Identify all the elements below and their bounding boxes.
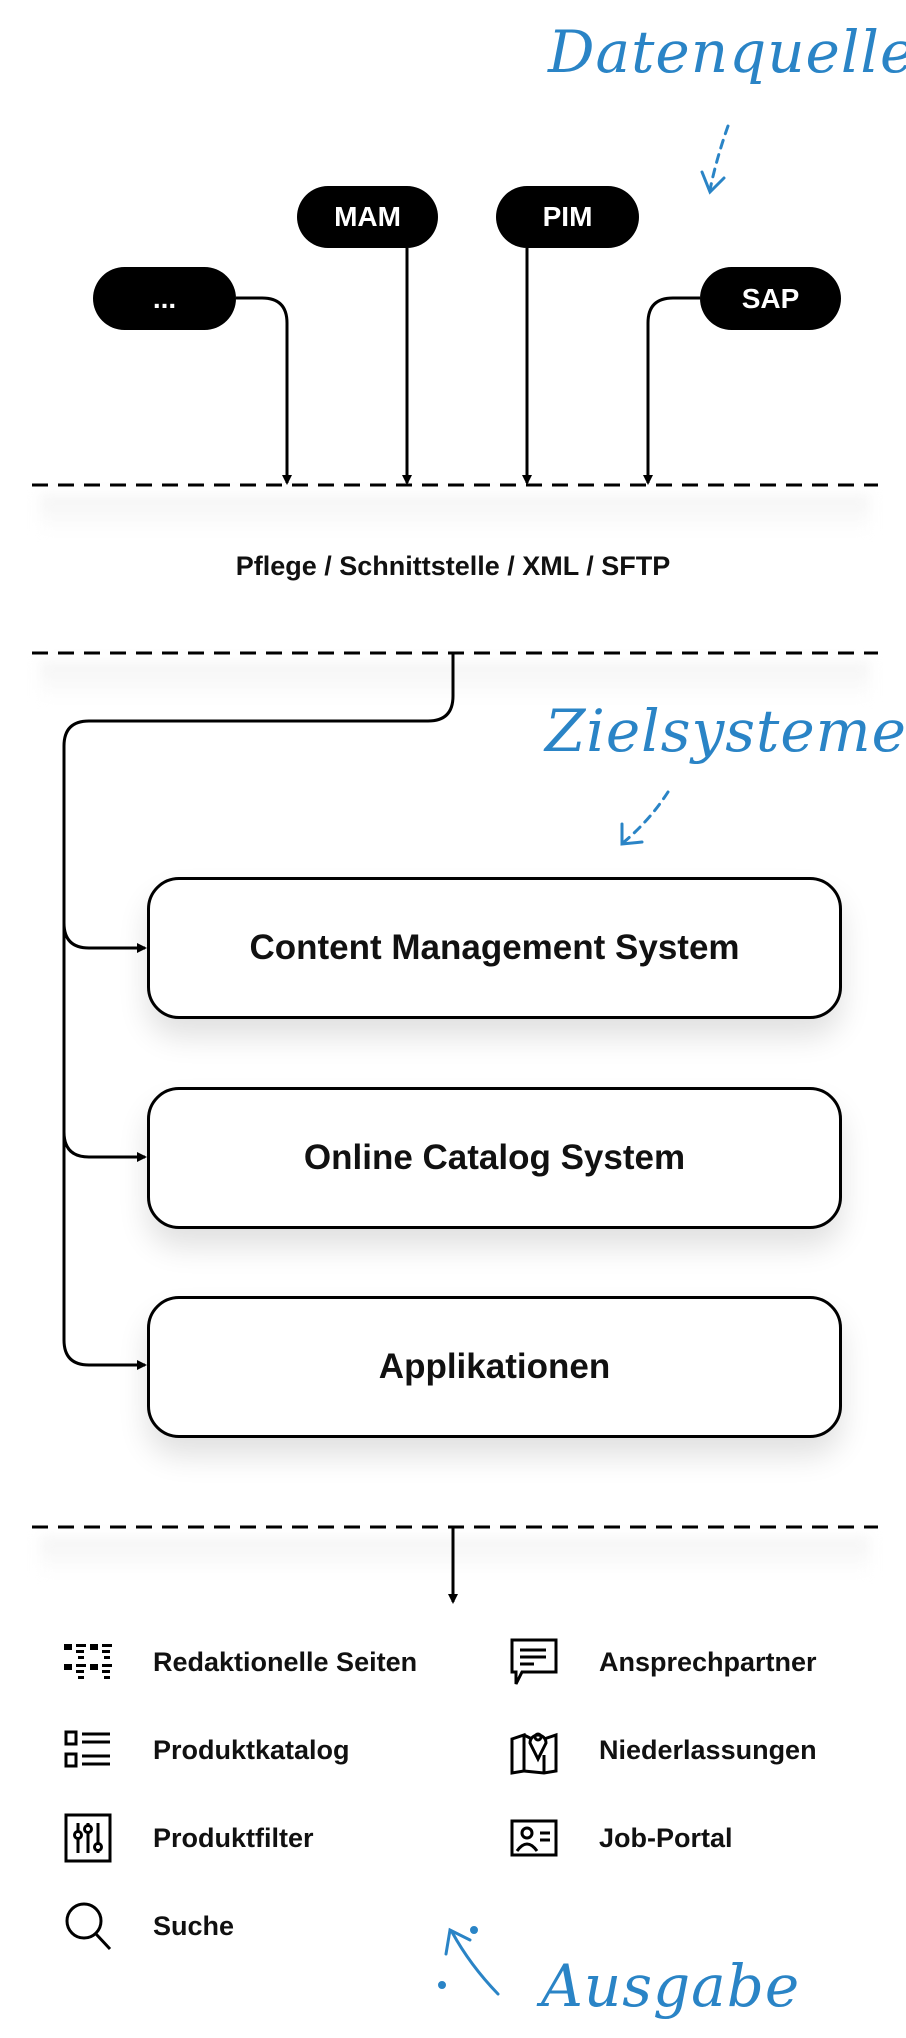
hand-arrow-sources <box>708 124 730 192</box>
source-pill-pim: PIM <box>496 186 639 248</box>
hand-arrow-targets-head <box>620 822 644 846</box>
search-icon <box>63 1901 113 1951</box>
output-label: Job-Portal <box>599 1822 733 1853</box>
target-box-cms: Content Management System <box>147 877 842 1019</box>
sliders-icon <box>63 1813 113 1863</box>
chat-bubble-icon <box>509 1637 559 1687</box>
output-label: Produktkatalog <box>153 1734 350 1765</box>
output-item: Suche <box>63 1896 234 1956</box>
annotation-datenquelle: Datenquelle <box>548 18 906 86</box>
connector-sap <box>643 296 700 485</box>
source-pill-mam: MAM <box>297 186 438 248</box>
shadow-band <box>40 662 870 702</box>
target-box-applications: Applikationen <box>147 1296 842 1438</box>
source-pill-other: ... <box>93 267 236 330</box>
output-item: Produktfilter <box>63 1808 314 1868</box>
output-item: Ansprechpartner <box>509 1632 817 1692</box>
interface-label: Pflege / Schnittstelle / XML / SFTP <box>235 551 671 581</box>
hand-arrow-sources-head <box>700 170 726 195</box>
output-item: Redaktionelle Seiten <box>63 1632 417 1692</box>
annotation-zielsysteme: Zielsysteme <box>545 697 906 765</box>
output-label: Ansprechpartner <box>599 1646 817 1677</box>
list-icon <box>63 1725 113 1775</box>
target-box-catalog: Online Catalog System <box>147 1087 842 1229</box>
id-card-icon <box>509 1813 559 1863</box>
source-pill-sap: SAP <box>700 267 841 330</box>
map-pin-icon <box>509 1725 559 1775</box>
output-label: Niederlassungen <box>599 1734 817 1765</box>
output-item: Produktkatalog <box>63 1720 350 1780</box>
shadow-band <box>40 1537 870 1577</box>
hand-arrow-output <box>450 1930 500 1996</box>
output-label: Suche <box>153 1910 235 1941</box>
output-label: Produktfilter <box>153 1822 314 1853</box>
connector-dots <box>236 296 292 485</box>
output-label: Redaktionelle Seiten <box>153 1646 418 1677</box>
connector-cms <box>62 922 147 953</box>
connector-ocs <box>62 1131 147 1162</box>
connector-trunk <box>62 653 455 1370</box>
hand-arrow-targets <box>622 790 670 844</box>
shadow-band <box>40 495 870 535</box>
output-item: Niederlassungen <box>509 1720 817 1780</box>
layout-grid-icon <box>63 1637 113 1687</box>
annotation-ausgabe: Ausgabe <box>541 1952 801 2020</box>
hand-arrow-output-head <box>444 1927 472 1956</box>
output-item: Job-Portal <box>509 1808 733 1868</box>
